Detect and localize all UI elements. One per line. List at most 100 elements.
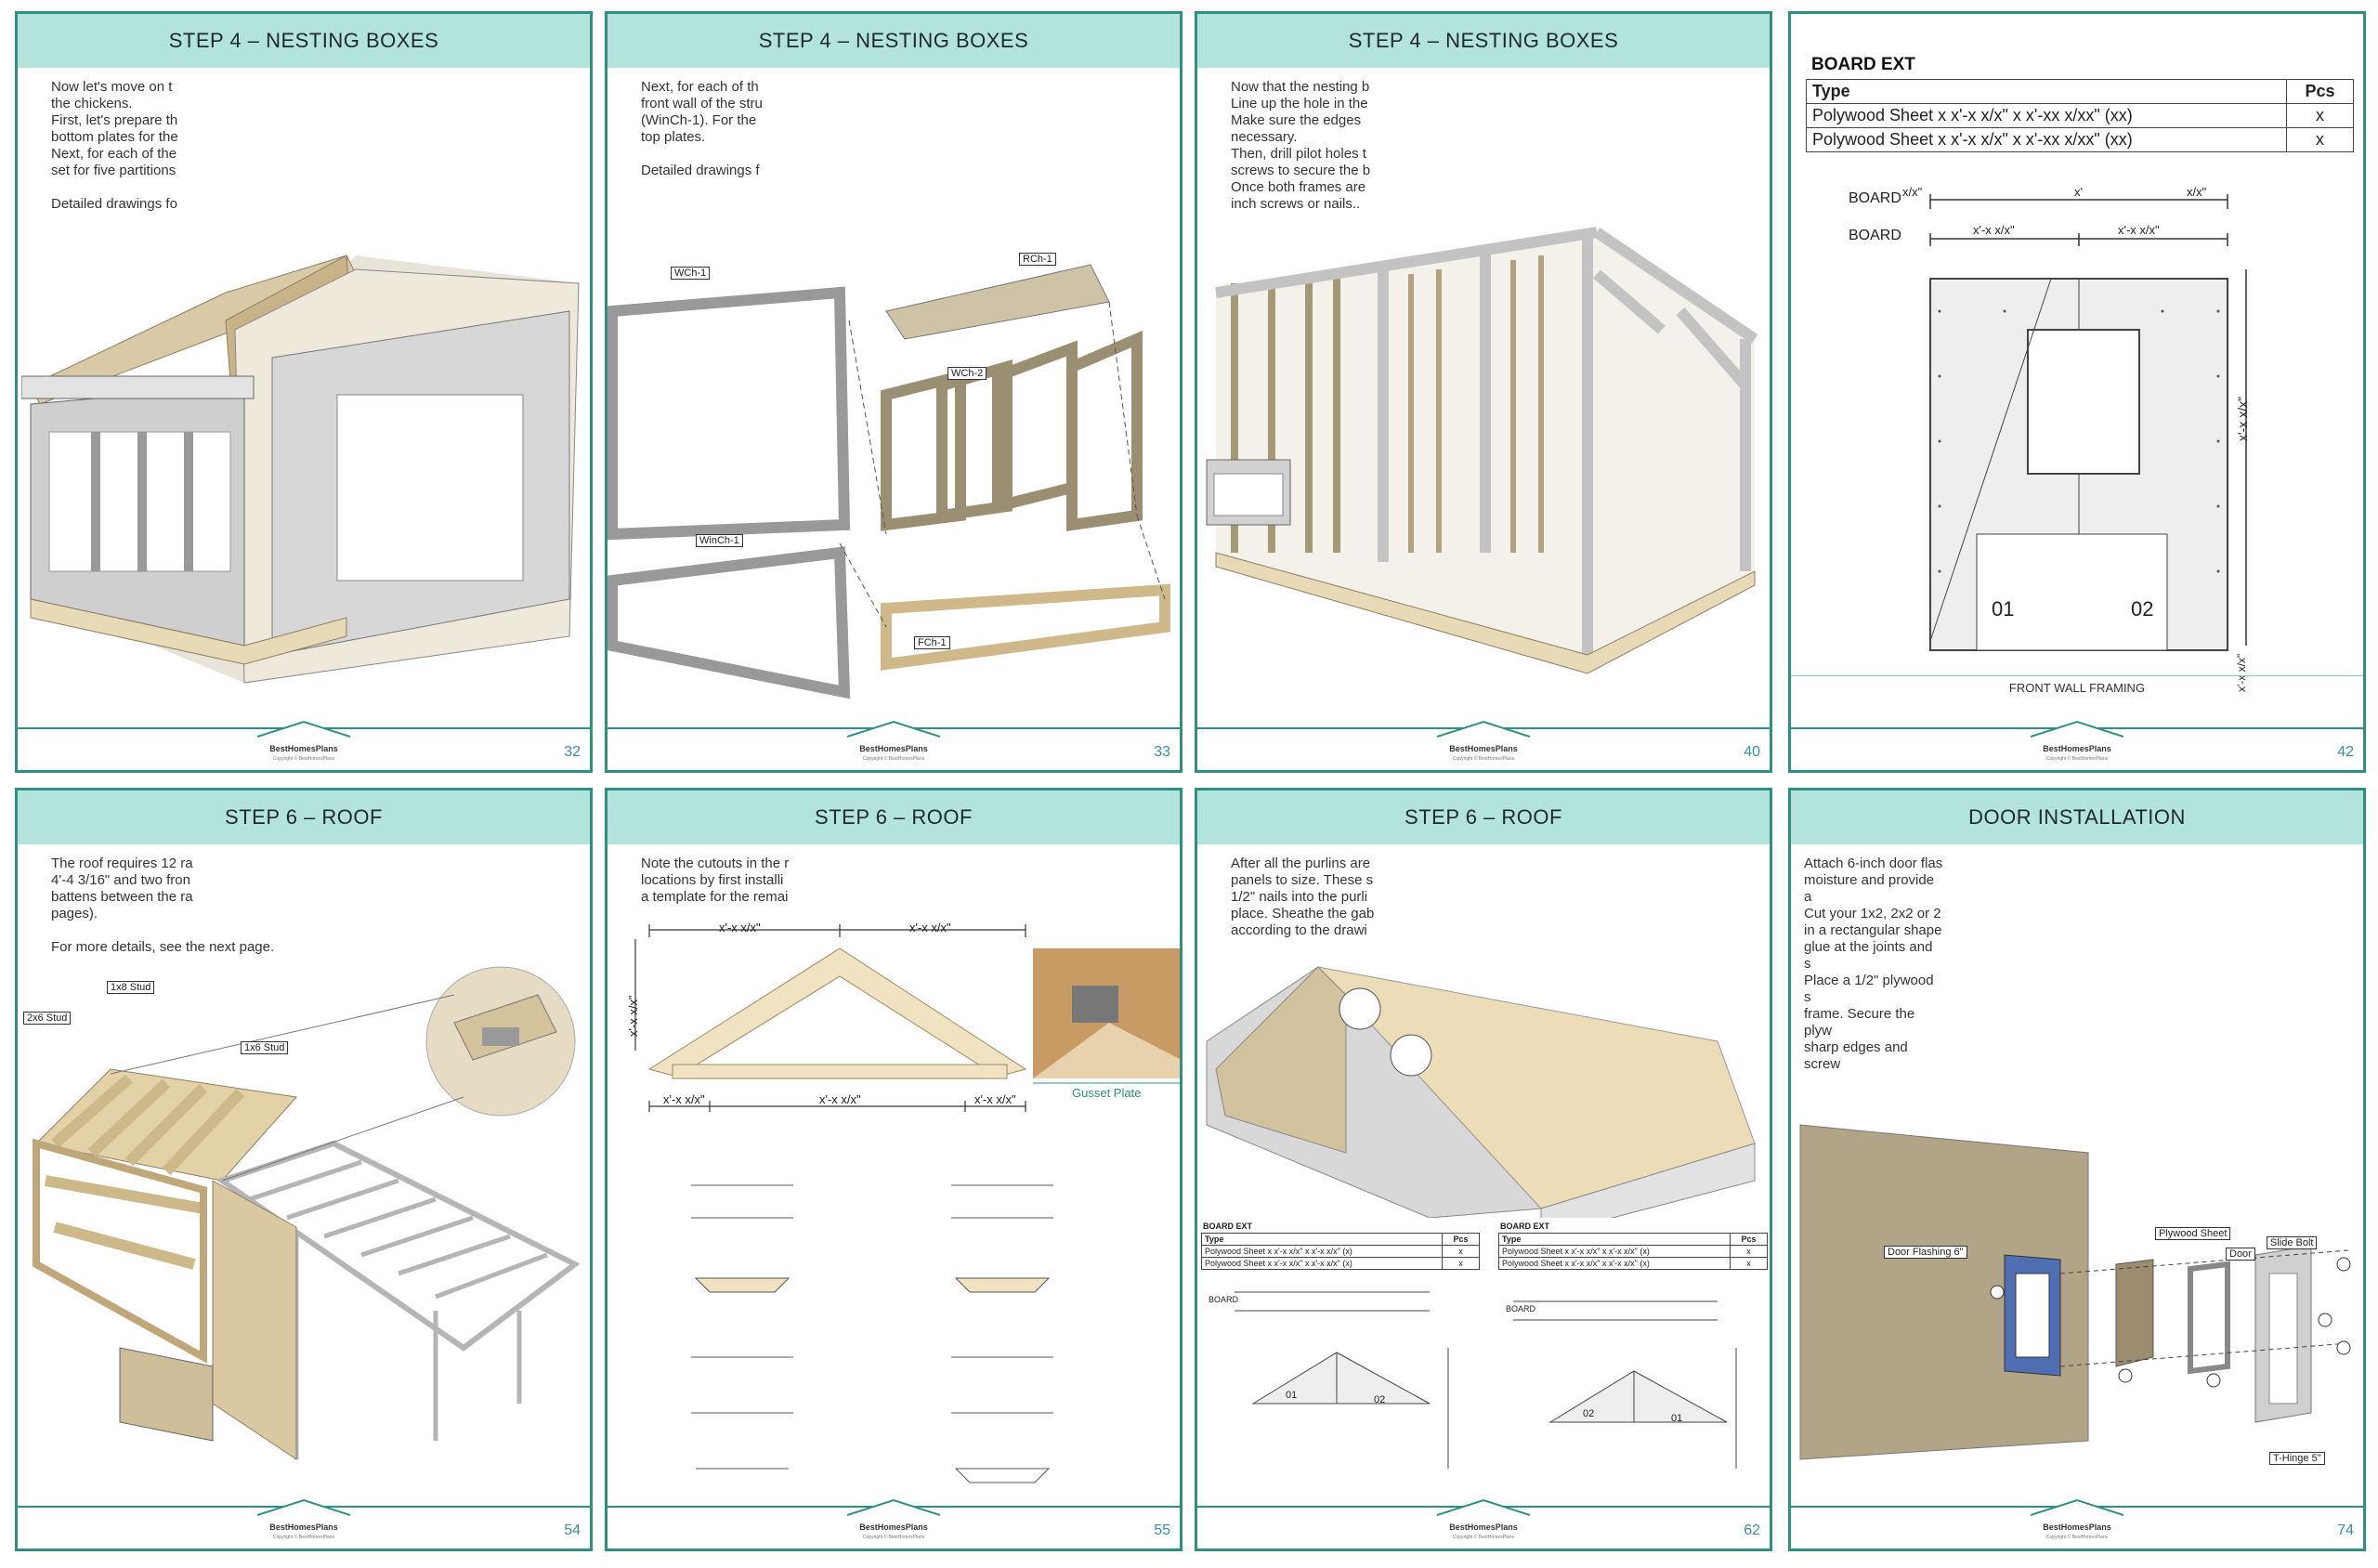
column-header-pcs: Pcs — [1442, 1233, 1480, 1246]
table-row: Polywood Sheet x x'-x x/x" x x'-x x/x" (… — [1201, 1245, 1480, 1258]
panel-number: 01 — [1671, 1413, 1683, 1424]
label-door: Door — [2226, 1248, 2255, 1261]
dim-board-label: BOARD — [1506, 1304, 1536, 1313]
label-t-hinge: T-Hinge 5" — [2269, 1452, 2325, 1465]
page-number: 40 — [1744, 744, 1760, 760]
column-header-type: Type — [1201, 1233, 1443, 1246]
label-slide-bolt: Slide Bolt — [2267, 1236, 2318, 1249]
page-title: STEP 4 – NESTING BOXES — [1197, 14, 1770, 68]
dim-value: x'-x x/x" — [974, 1092, 1016, 1106]
footer-copyright: Copyright © BestHomesPlans — [272, 1535, 335, 1540]
roof-sheathing-illustration — [1206, 966, 1756, 1218]
cell-pcs: x — [1730, 1257, 1768, 1270]
dim-board-label: BOARD — [1849, 190, 1901, 206]
page-title: STEP 4 – NESTING BOXES — [608, 14, 1180, 68]
footer-roof-icon — [2031, 720, 2123, 738]
label-door-flashing: Door Flashing 6" — [1884, 1246, 1967, 1259]
page-intro-text: Note the cutouts in the r locations by f… — [641, 856, 790, 905]
label-rch1: RCh-1 — [1019, 253, 1056, 266]
dim-value: x'-x x/x" — [819, 1092, 861, 1106]
footer-copyright: Copyright © BestHomesPlans — [862, 1535, 925, 1540]
nesting-box-frame-illustration — [21, 255, 580, 684]
board-ext-title: BOARD EXT — [1203, 1222, 1253, 1231]
footer-roof-icon — [1437, 720, 1530, 738]
footer-roof-icon — [847, 720, 940, 738]
dim-value: x'-x x/x" — [2118, 223, 2160, 237]
footer-brand: BestHomesPlans — [1449, 1522, 1518, 1532]
cell-type: Polywood Sheet x x'-x x/x" x x'-x x/x" (… — [1498, 1257, 1731, 1270]
page-42[interactable]: BOARD EXT Type Pcs Polywood Sheet x x'-x… — [1788, 11, 2366, 773]
label-wch2: WCh-2 — [947, 367, 987, 380]
dim-value: x' — [2074, 185, 2083, 199]
page-title: STEP 6 – ROOF — [608, 791, 1180, 844]
page-number: 74 — [2337, 1522, 2354, 1538]
dim-value: x/x" — [1902, 185, 1923, 199]
column-header-pcs: Pcs — [1730, 1233, 1768, 1246]
board-ext-title: BOARD EXT — [1500, 1222, 1550, 1231]
table-row: Polywood Sheet x x'-x x/x" x x'-x x/x" (… — [1498, 1257, 1768, 1270]
column-header-type: Type — [1806, 79, 2287, 104]
coop-frame-with-nesting-box-illustration — [1206, 227, 1758, 674]
front-wall-framing-drawing — [1929, 194, 2247, 651]
page-number: 32 — [564, 744, 581, 760]
page-54[interactable]: STEP 6 – ROOF The roof requires 12 ra 4'… — [15, 788, 593, 1551]
page-62[interactable]: STEP 6 – ROOF After all the purlins are … — [1195, 788, 1772, 1551]
page-intro-text: After all the purlins are panels to size… — [1231, 856, 1375, 938]
page-55[interactable]: STEP 6 – ROOF Note the cutouts in the r … — [605, 788, 1182, 1551]
board-ext-table: Type Pcs Polywood Sheet x x'-x x/x" x x'… — [1806, 79, 2354, 152]
gusset-plate-caption: Gusset Plate — [1072, 1086, 1142, 1100]
footer-roof-icon — [257, 720, 350, 738]
board-ext-table: Type Pcs Polywood Sheet x x'-x x/x" x x'… — [1498, 1233, 1768, 1270]
label-2x6-stud: 2x6 Stud — [23, 1012, 72, 1025]
dim-value-vertical: x'-x x/x" — [626, 995, 640, 1037]
footer-copyright: Copyright © BestHomesPlans — [2045, 756, 2109, 762]
column-header-pcs: Pcs — [2286, 79, 2354, 104]
cell-type: Polywood Sheet x x'-x x/x" x x'-x x/x" (… — [1201, 1245, 1443, 1258]
panel-number: 02 — [2131, 597, 2154, 621]
page-74[interactable]: DOOR INSTALLATION Attach 6-inch door fla… — [1788, 788, 2366, 1551]
label-1x6-stud: 1x6 Stud — [241, 1041, 289, 1054]
gable-panel-drawings — [1235, 1291, 1737, 1469]
page-intro-text: Attach 6-inch door flas moisture and pro… — [1804, 856, 1943, 1069]
page-number: 55 — [1154, 1522, 1170, 1538]
label-1x8-stud: 1x8 Stud — [107, 981, 155, 994]
cell-type: Polywood Sheet x x'-x x/x" x x'-xx x/xx"… — [1806, 127, 2287, 152]
panel-number: 01 — [1286, 1390, 1298, 1401]
footer-copyright: Copyright © BestHomesPlans — [272, 756, 335, 762]
footer-brand: BestHomesPlans — [2043, 1522, 2111, 1532]
cell-type: Polywood Sheet x x'-x x/x" x x'-xx x/xx"… — [1806, 103, 2287, 128]
page-33[interactable]: STEP 4 – NESTING BOXES Next, for each of… — [605, 11, 1182, 773]
footer-copyright: Copyright © BestHomesPlans — [862, 756, 925, 762]
panel-number: 02 — [1583, 1408, 1595, 1419]
column-header-type: Type — [1498, 1233, 1731, 1246]
page-title: STEP 6 – ROOF — [1197, 791, 1770, 844]
footer-roof-icon — [847, 1498, 940, 1516]
door-installation-exploded-illustration — [1799, 1124, 2351, 1460]
cell-pcs: x — [2286, 127, 2354, 152]
caption-divider — [1791, 675, 2363, 676]
page-number: 33 — [1154, 744, 1170, 760]
footer-roof-icon — [257, 1498, 350, 1516]
table-row: Polywood Sheet x x'-x x/x" x x'-x x/x" (… — [1498, 1245, 1768, 1258]
panel-number: 02 — [1374, 1394, 1386, 1405]
page-number: 42 — [2337, 744, 2354, 760]
dim-value: x'-x x/x" — [1973, 223, 2015, 237]
dim-board-label: BOARD — [1209, 1295, 1239, 1304]
footer-brand: BestHomesPlans — [859, 1522, 928, 1532]
board-ext-title: BOARD EXT — [1811, 55, 1915, 74]
drawing-caption: FRONT WALL FRAMING — [2008, 681, 2146, 695]
page-intro-text: Now let's move on t the chickens. First,… — [51, 79, 178, 212]
roof-rafters-illustration — [33, 966, 581, 1460]
footer-brand: BestHomesPlans — [1449, 744, 1518, 753]
footer-roof-icon — [2031, 1498, 2123, 1516]
dim-value: x'-x x/x" — [719, 921, 761, 934]
cell-pcs: x — [1442, 1245, 1480, 1258]
label-winch1: WinCh-1 — [696, 534, 743, 547]
page-40[interactable]: STEP 4 – NESTING BOXES Now that the nest… — [1195, 11, 1772, 773]
page-32[interactable]: STEP 4 – NESTING BOXES Now let's move on… — [15, 11, 593, 773]
footer-brand: BestHomesPlans — [2043, 744, 2111, 753]
footer-copyright: Copyright © BestHomesPlans — [2045, 1535, 2109, 1540]
dim-value: x'-x x/x" — [909, 921, 951, 934]
page-title: STEP 4 – NESTING BOXES — [18, 14, 590, 68]
footer-brand: BestHomesPlans — [859, 744, 928, 753]
